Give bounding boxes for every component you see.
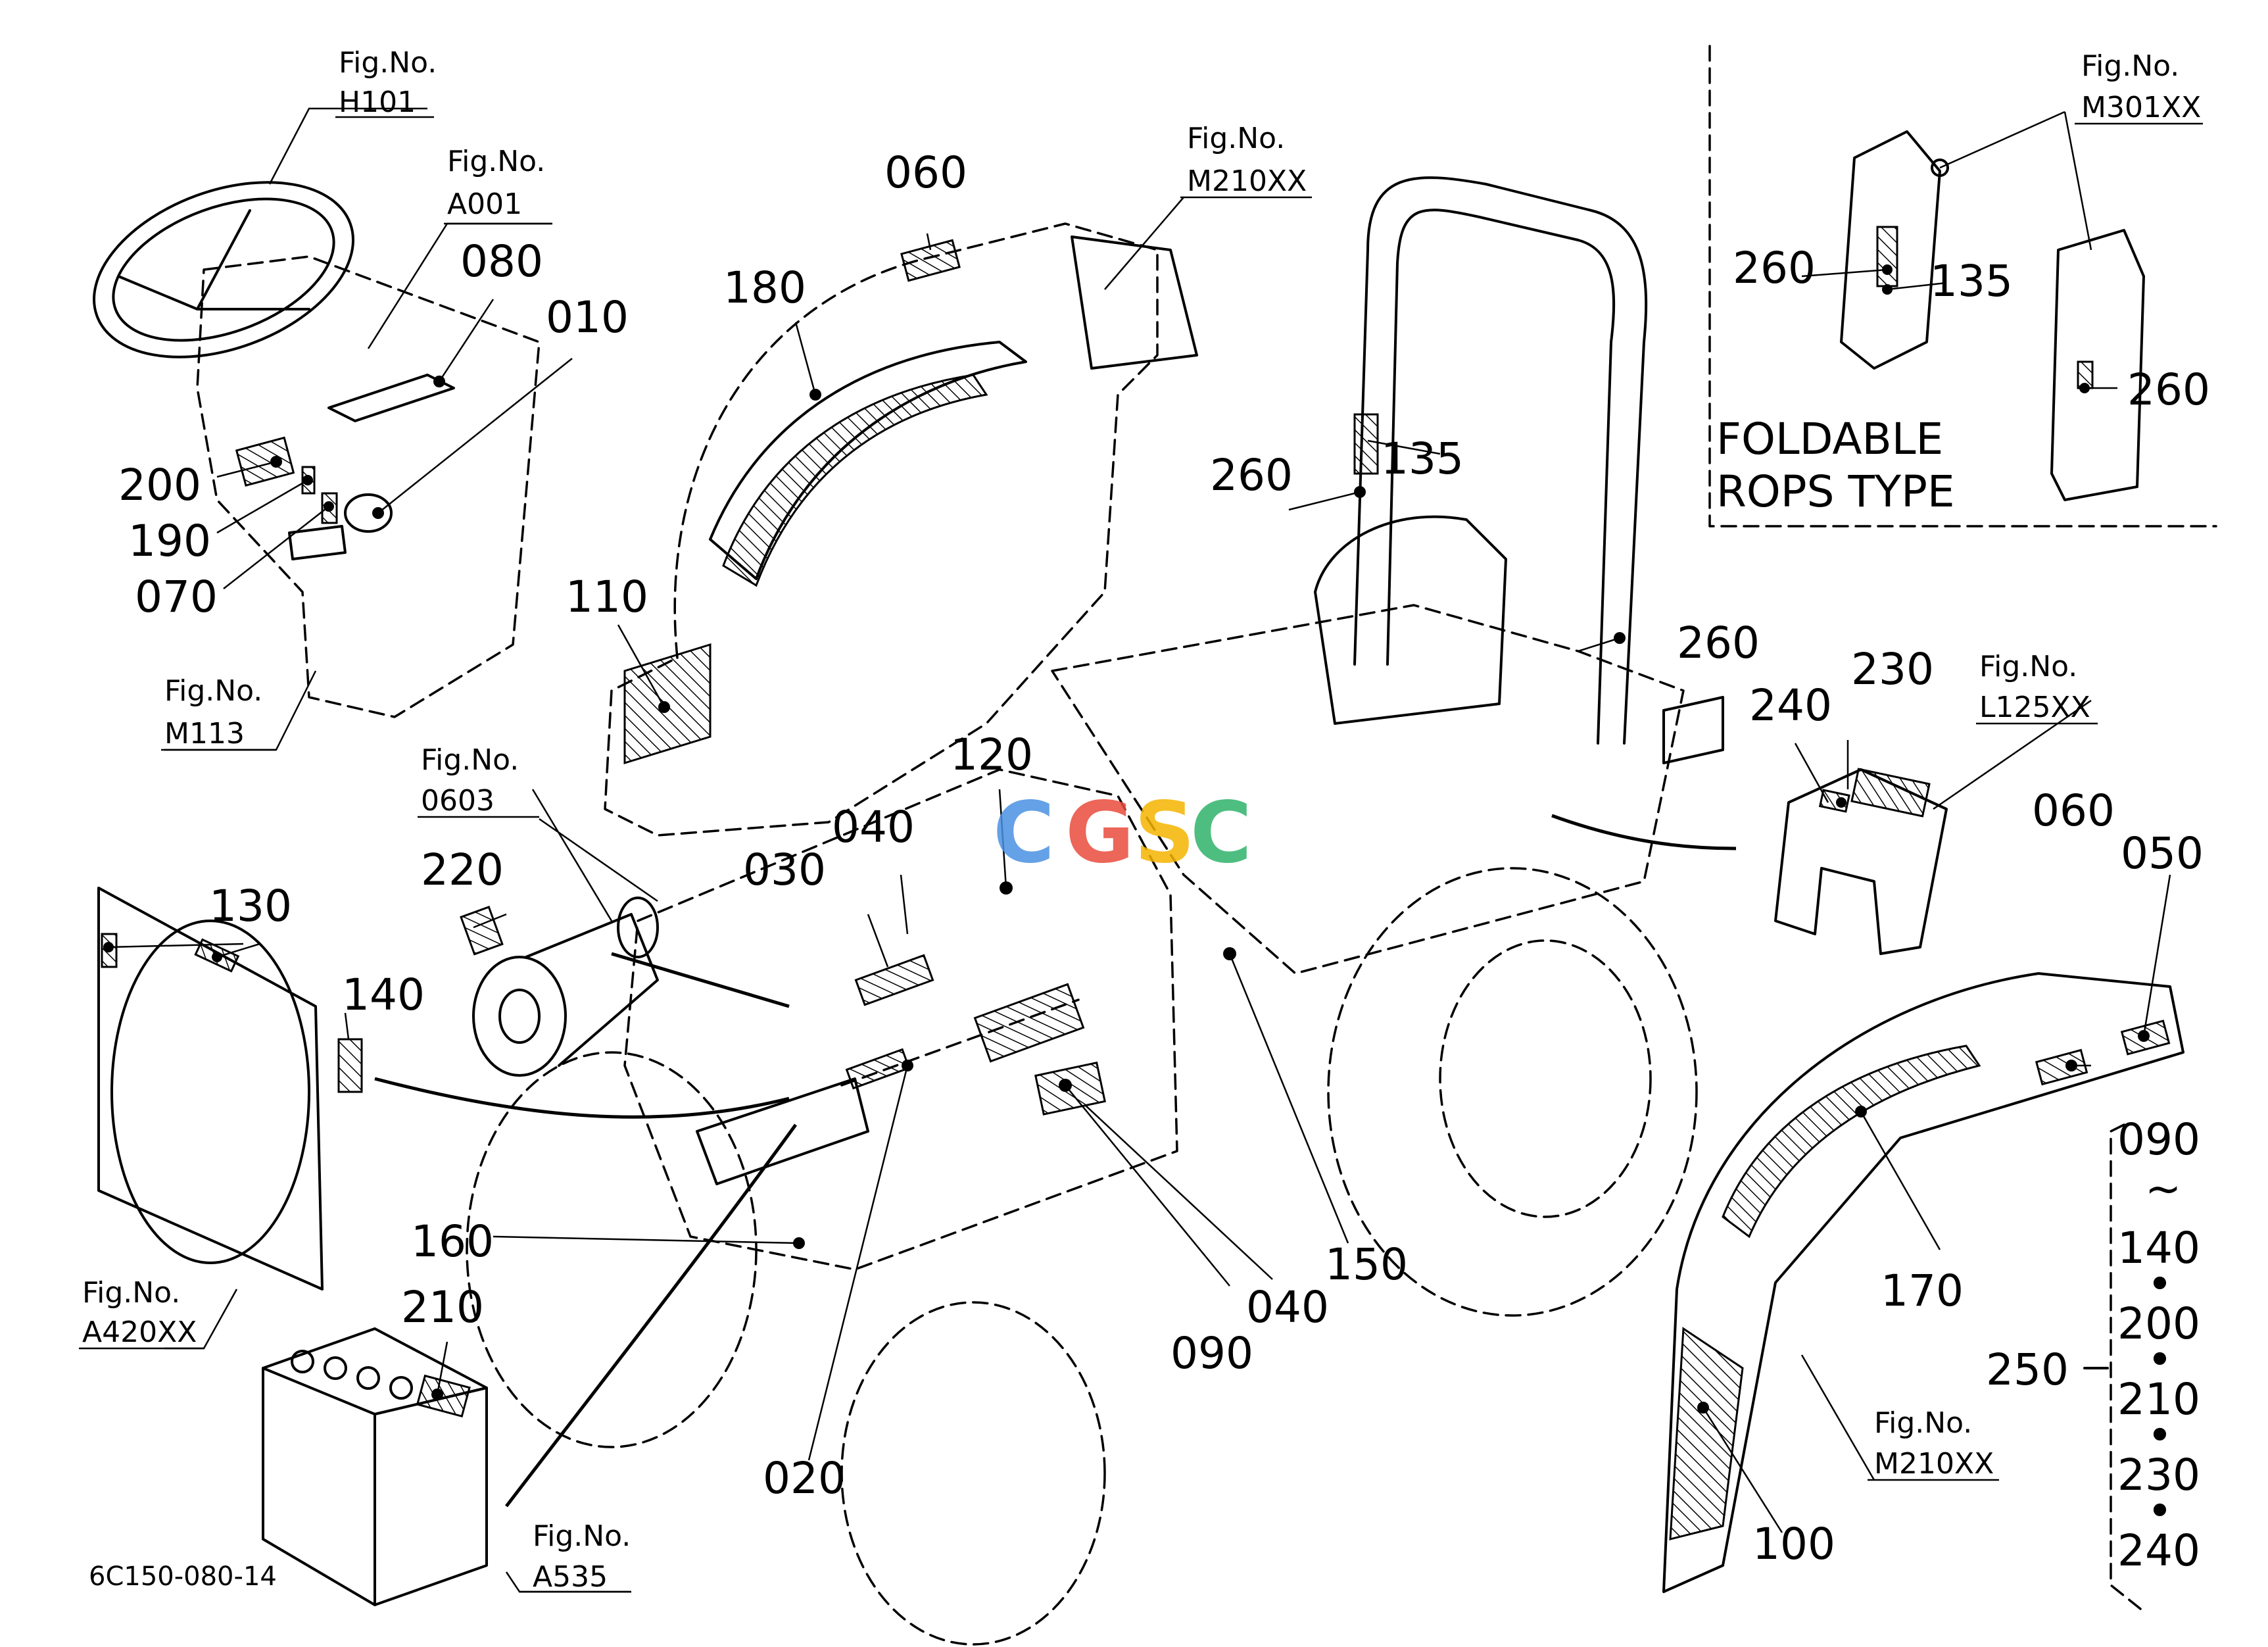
foldable-rops-title-line1: FOLDABLE — [1716, 414, 1943, 464]
part-number: 160 — [411, 1216, 494, 1267]
callout-250-item: • — [2147, 1486, 2173, 1536]
fig-ref-underlines — [79, 116, 2203, 1593]
bonnet-assembly — [604, 222, 1198, 837]
fig-ref-label: Fig.No. — [2081, 49, 2179, 83]
watermark-letter: G — [1065, 784, 1134, 882]
part-number: 190 — [128, 516, 211, 566]
part-number: 040 — [1246, 1282, 1329, 1333]
watermark-logo: C G S C — [993, 784, 1252, 882]
leader-lines — [108, 107, 2171, 1593]
callout-250-item: 210 — [2117, 1374, 2200, 1425]
steering-console-assembly — [93, 181, 541, 718]
part-number: 070 — [135, 572, 218, 622]
callout-250-item: • — [2147, 1335, 2173, 1385]
callout-250-item: ~ — [2145, 1164, 2181, 1214]
part-number: 220 — [421, 845, 504, 895]
part-number: 260 — [2127, 364, 2210, 415]
part-number: 040 — [832, 802, 915, 852]
fig-ref-number: A001 — [447, 187, 522, 221]
part-number: 050 — [2121, 828, 2204, 879]
part-number: 230 — [1851, 644, 1934, 695]
fig-ref-number: 0603 — [421, 784, 495, 818]
part-number: 140 — [342, 970, 425, 1020]
part-number: 100 — [1752, 1519, 1835, 1569]
watermark-letter: C — [993, 784, 1055, 882]
part-number: 090 — [1170, 1328, 1253, 1379]
fig-ref-number: M210XX — [1187, 164, 1307, 198]
watermark-letter: S — [1134, 784, 1195, 882]
part-number: 060 — [2032, 785, 2115, 836]
part-number-callouts: 060 180 080 010 200 190 070 110 260 135 … — [118, 147, 2210, 1569]
fig-ref-number: A420XX — [82, 1315, 197, 1349]
foldable-rops-title-line2: ROPS TYPE — [1716, 466, 1955, 517]
fig-ref-label: Fig.No. — [82, 1276, 180, 1310]
fig-ref-number: L125XX — [1979, 691, 2090, 724]
part-number: 260 — [1210, 450, 1293, 501]
part-number: 110 — [566, 572, 648, 622]
part-number: 010 — [546, 292, 629, 343]
drawing-code: 6C150-080-14 — [89, 1561, 277, 1592]
callout-250-item: 230 — [2117, 1450, 2200, 1500]
callout-250-item: 140 — [2117, 1223, 2200, 1273]
bracket-250 — [2110, 1123, 2145, 1613]
callout-250-item: • — [2147, 1410, 2173, 1461]
fig-ref-number: H101 — [339, 86, 416, 119]
part-number: 135 — [1381, 433, 1464, 484]
part-number: 260 — [1677, 618, 1760, 668]
fig-ref-label: Fig.No. — [1187, 122, 1285, 155]
part-number: 080 — [460, 236, 543, 287]
part-number: 210 — [401, 1282, 484, 1333]
fig-ref-number: M113 — [164, 717, 245, 750]
figure-references: Fig.No. H101 Fig.No. A001 Fig.No. M210XX… — [82, 46, 2201, 1594]
part-number: 120 — [950, 729, 1033, 780]
callout-250-item: 090 — [2117, 1114, 2200, 1165]
part-number: 260 — [1733, 243, 1816, 293]
radiator-shroud — [97, 887, 363, 1291]
direction-arrows — [374, 814, 1737, 1508]
callout-250-item: 240 — [2117, 1525, 2200, 1576]
part-number: 130 — [209, 881, 292, 931]
part-number: 135 — [1930, 256, 2013, 307]
part-number: 180 — [723, 262, 806, 313]
fig-ref-number: M301XX — [2081, 91, 2201, 124]
part-number: 150 — [1325, 1239, 1408, 1290]
fig-ref-label: Fig.No. — [421, 743, 519, 777]
fig-ref-label: Fig.No. — [164, 674, 262, 708]
fig-ref-label: Fig.No. — [339, 46, 437, 80]
part-number: 020 — [763, 1453, 846, 1504]
callout-250-item: • — [2147, 1259, 2173, 1310]
part-number: 060 — [884, 147, 967, 198]
air-cleaner — [460, 897, 659, 1077]
callout-250-label: 250 — [1986, 1344, 2069, 1395]
part-number: 030 — [743, 845, 826, 895]
part-number: 240 — [1749, 680, 1832, 731]
part-number: 170 — [1881, 1266, 1964, 1316]
fig-ref-label: Fig.No. — [533, 1519, 631, 1553]
tractor-body — [466, 176, 1724, 1646]
rear-fender — [1662, 972, 2184, 1593]
fig-ref-label: Fig.No. — [1874, 1406, 1972, 1440]
fig-ref-label: Fig.No. — [1979, 650, 2077, 683]
watermark-letter: C — [1190, 784, 1252, 882]
seat-bracket — [1774, 768, 1948, 955]
part-number: 200 — [118, 460, 201, 510]
fig-ref-number: A535 — [533, 1560, 608, 1594]
callout-250-list: 250 090 ~ 140 • 200 • 210 • 230 • 240 — [1986, 1114, 2200, 1576]
battery — [262, 1327, 488, 1606]
fig-ref-label: Fig.No. — [447, 145, 545, 178]
callout-250-item: 200 — [2117, 1298, 2200, 1349]
fig-ref-number: M210XX — [1874, 1447, 1994, 1481]
